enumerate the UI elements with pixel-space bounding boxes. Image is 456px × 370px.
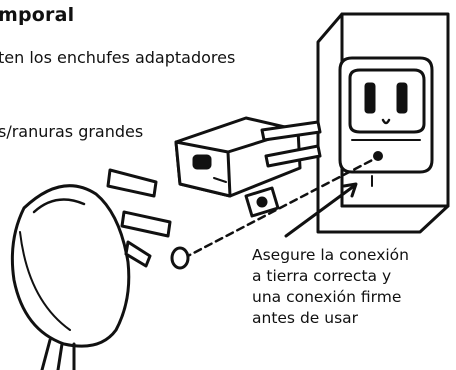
- screw: [170, 151, 383, 270]
- callout-line-1: Asegure la conexión: [252, 246, 409, 264]
- callout-line-4: antes de usar: [252, 309, 359, 327]
- callout-line-2: a tierra correcta y: [252, 267, 392, 285]
- grounding-adapter: [174, 116, 322, 218]
- callout-line-3: una conexión firme: [252, 288, 402, 306]
- callout-arrow: [284, 182, 358, 238]
- grounding-callout: Asegure la conexión a tierra correcta y …: [252, 245, 452, 329]
- body-text-line-2: s/ranuras grandes: [0, 122, 144, 141]
- body-text-line-1: ten los enchufes adaptadores: [0, 48, 236, 67]
- section-heading: mporal: [0, 4, 75, 26]
- appliance-plug: [10, 168, 172, 370]
- wall-outlet-plate: [316, 12, 450, 234]
